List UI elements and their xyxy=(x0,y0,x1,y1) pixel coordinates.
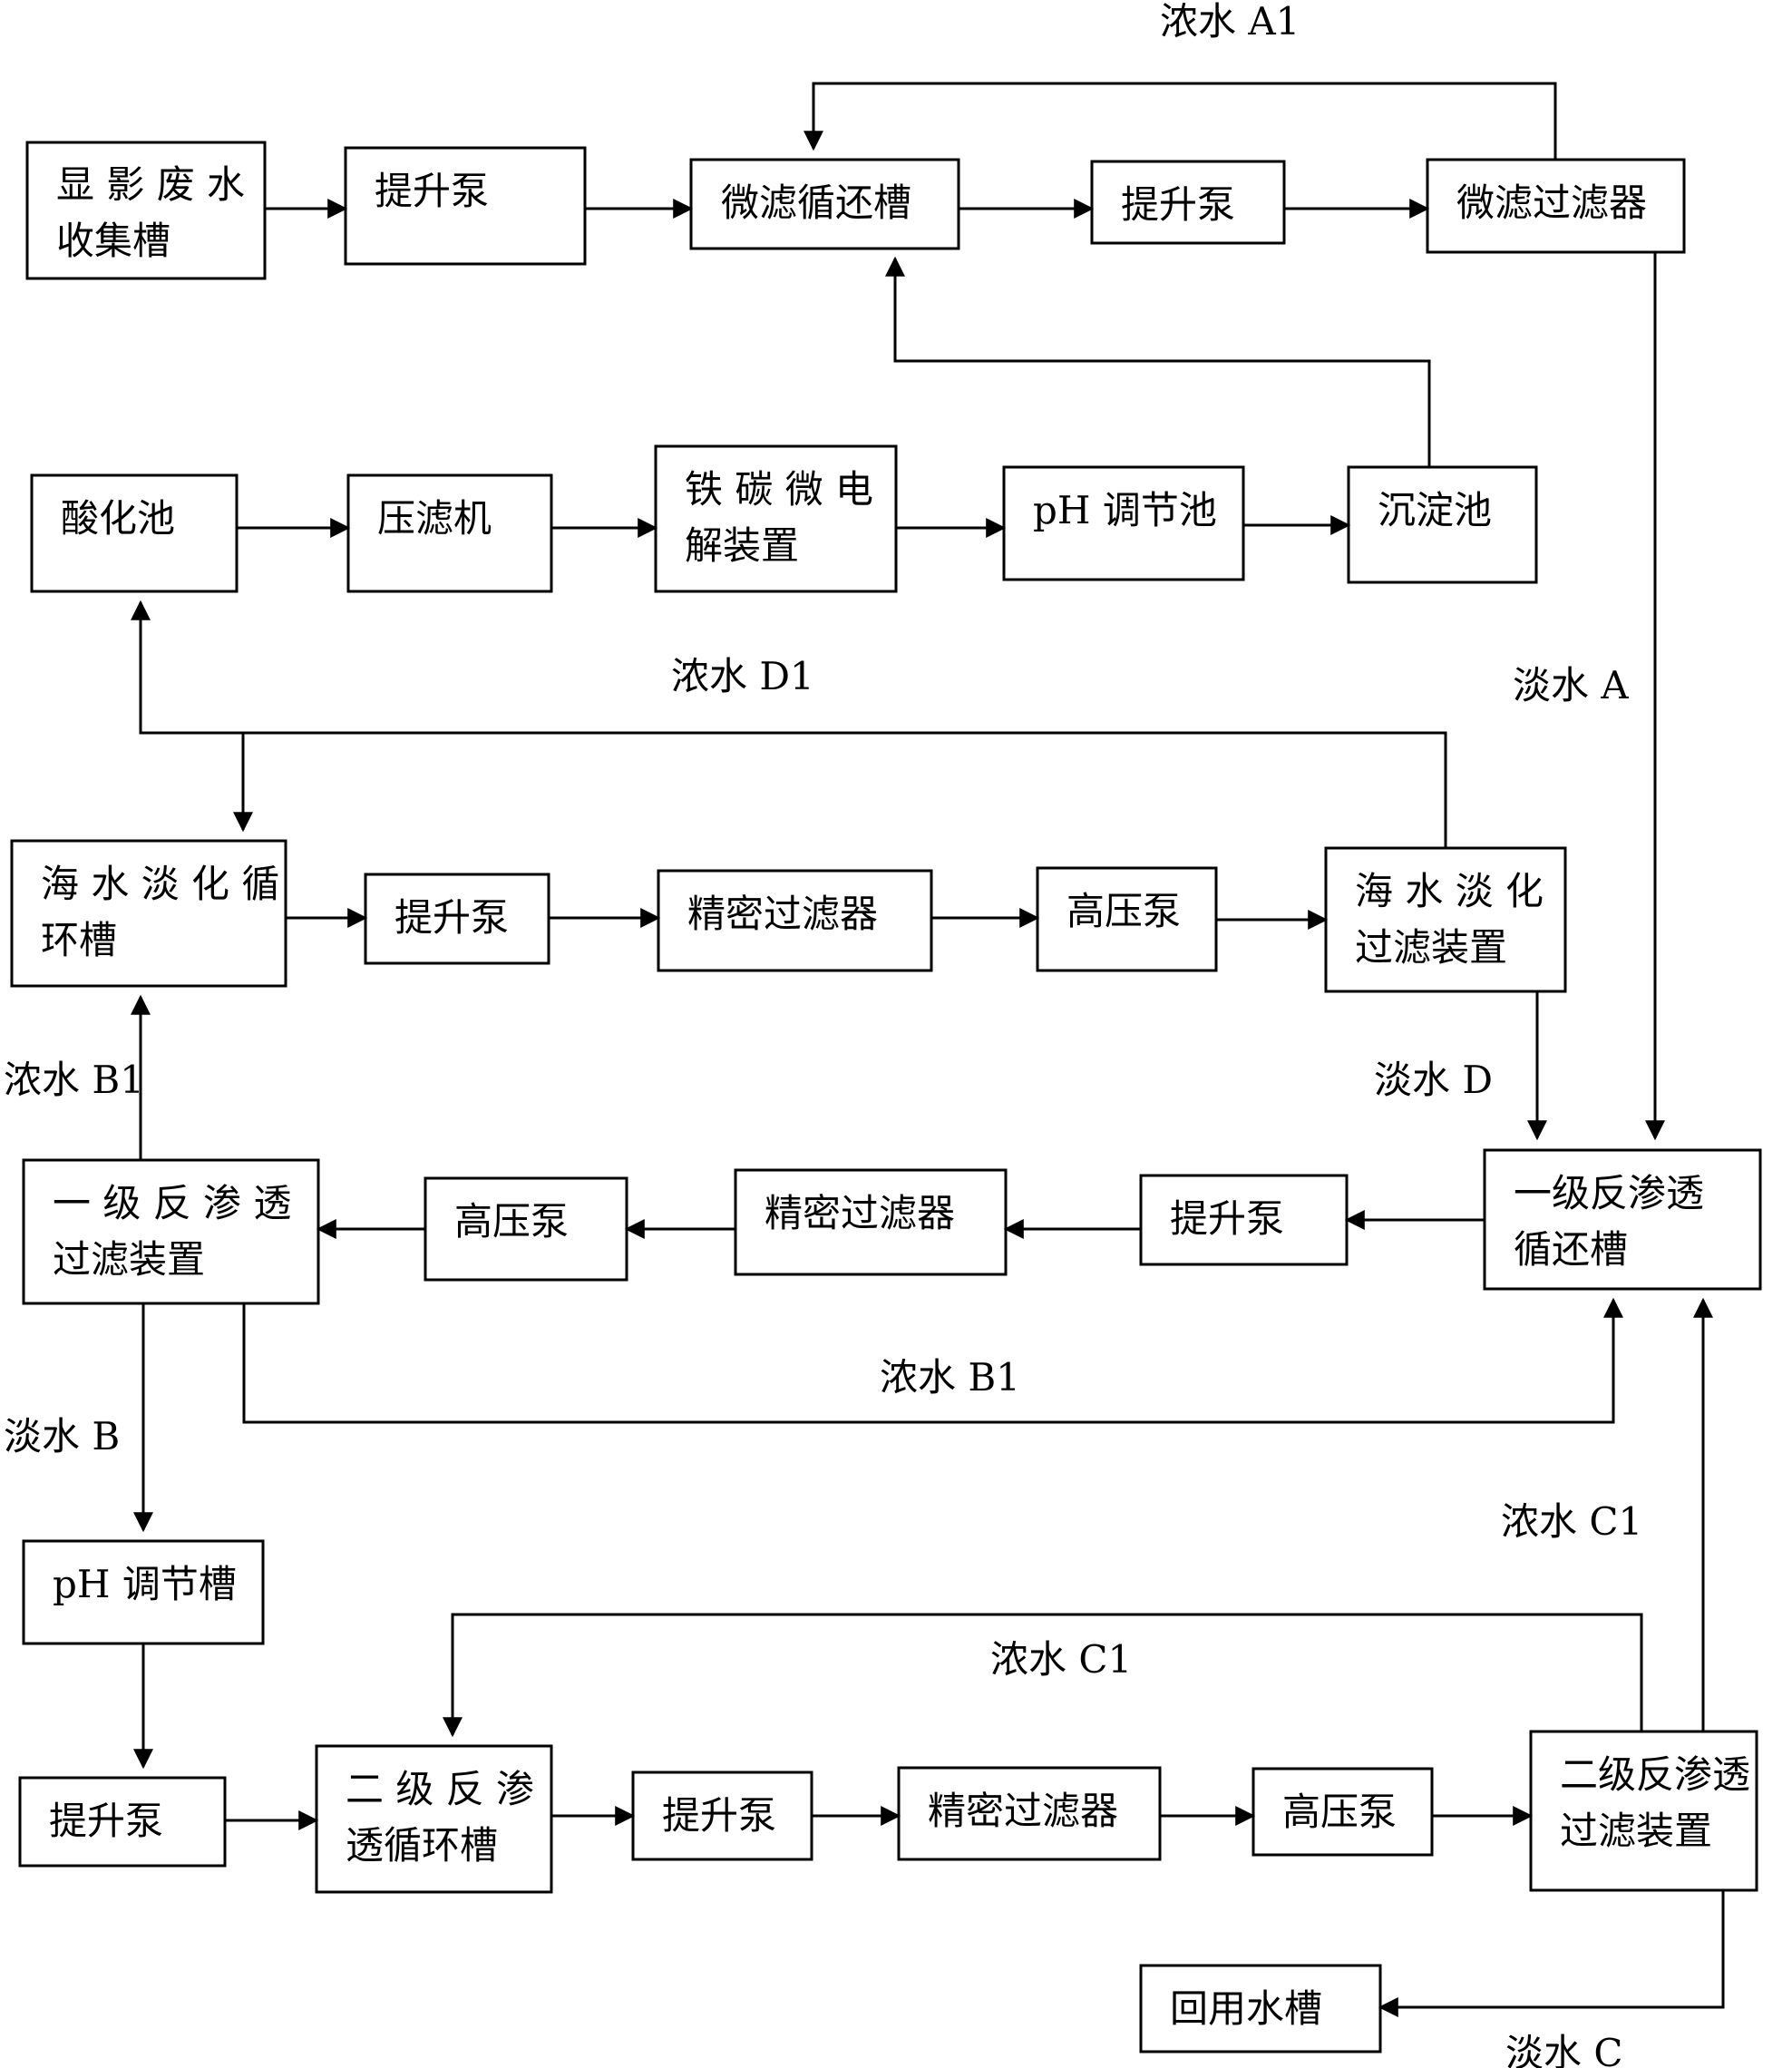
connector-lines xyxy=(131,82,1725,2017)
svg-text:海 水 淡 化: 海 水 淡 化 xyxy=(1355,869,1544,913)
arrow-mf-concentrate-a1 xyxy=(803,82,1557,160)
label-concentrate-c1-top: 浓水 C1 xyxy=(990,1637,1132,1682)
svg-text:提升泵: 提升泵 xyxy=(375,169,489,213)
label-fresh-d: 淡水 D xyxy=(1374,1058,1493,1102)
node-acidification-tank: 酸化池 xyxy=(30,473,239,593)
node-hp-pump-3: 高压泵 xyxy=(1251,1767,1434,1857)
svg-text:pH 调节槽: pH 调节槽 xyxy=(53,1562,237,1606)
node-ro2-device: 二级反渗透 过滤装置 xyxy=(1529,1730,1758,1892)
label-concentrate-b1-bottom: 浓水 B1 xyxy=(880,1355,1020,1400)
node-lift-pump-4: 提升泵 xyxy=(1139,1174,1349,1266)
svg-text:环槽: 环槽 xyxy=(41,918,117,962)
svg-text:过滤装置: 过滤装置 xyxy=(1355,925,1507,970)
node-hp-pump-1: 高压泵 xyxy=(1036,866,1218,972)
svg-text:回用水槽: 回用水槽 xyxy=(1170,1986,1322,2031)
node-hp-pump-2: 高压泵 xyxy=(424,1176,628,1282)
node-lift-pump-5: 提升泵 xyxy=(18,1776,227,1868)
arrow-concentrate-d1-to-acid xyxy=(131,600,1447,848)
svg-text:循还槽: 循还槽 xyxy=(1514,1227,1628,1272)
svg-text:沉淀池: 沉淀池 xyxy=(1378,488,1492,532)
node-desalination-tank: 海 水 淡 化 循 环槽 xyxy=(10,839,287,988)
svg-text:过滤装置: 过滤装置 xyxy=(1560,1809,1712,1853)
svg-text:提升泵: 提升泵 xyxy=(394,895,509,940)
node-ph-adjust-pool: pH 调节池 xyxy=(1002,465,1245,581)
label-concentrate-b1-left: 浓水 B1 xyxy=(4,1058,144,1102)
svg-text:精密过滤器: 精密过滤器 xyxy=(928,1789,1118,1833)
node-lift-pump-6: 提升泵 xyxy=(631,1770,813,1861)
svg-text:一 级 反 渗 透: 一 级 反 渗 透 xyxy=(53,1181,291,1225)
svg-text:微滤循还槽: 微滤循还槽 xyxy=(721,180,911,225)
svg-text:精密过滤器: 精密过滤器 xyxy=(765,1191,955,1235)
node-ph-adjust-tank: pH 调节槽 xyxy=(22,1539,265,1645)
flow-labels: 浓水 A1 浓水 D1 淡水 A 浓水 B1 淡水 D 浓水 B1 淡水 B 浓… xyxy=(4,0,1642,2068)
svg-text:高压泵: 高压泵 xyxy=(454,1199,569,1244)
node-ro1-circulation-tank: 一级反渗透 循还槽 xyxy=(1483,1148,1762,1291)
node-desalination-device: 海 水 淡 化 过滤装置 xyxy=(1324,846,1567,993)
node-lift-pump-2: 提升泵 xyxy=(1090,160,1286,245)
label-fresh-a: 淡水 A xyxy=(1513,663,1629,707)
svg-text:提升泵: 提升泵 xyxy=(662,1793,776,1838)
svg-text:高压泵: 高压泵 xyxy=(1282,1790,1397,1834)
node-lift-pump-3: 提升泵 xyxy=(364,873,550,965)
svg-text:铁 碳 微 电: 铁 碳 微 电 xyxy=(685,467,873,512)
label-fresh-c: 淡水 C xyxy=(1505,2031,1623,2068)
svg-text:提升泵: 提升泵 xyxy=(49,1799,163,1843)
label-concentrate-c1-right: 浓水 C1 xyxy=(1501,1499,1642,1544)
node-developer-tank: 显 影 废 水 收集槽 xyxy=(25,141,267,280)
svg-text:显 影 废 水: 显 影 废 水 xyxy=(56,162,245,207)
svg-text:二 级 反 渗: 二 级 反 渗 xyxy=(346,1767,534,1811)
svg-text:酸化池: 酸化池 xyxy=(61,496,175,541)
svg-text:解装置: 解装置 xyxy=(685,523,799,568)
label-concentrate-d1: 浓水 D1 xyxy=(671,654,814,698)
node-ro2-circulation-tank: 二 级 反 渗 透循环槽 xyxy=(315,1744,553,1894)
node-precision-filter-3: 精密过滤器 xyxy=(897,1766,1162,1861)
svg-text:高压泵: 高压泵 xyxy=(1066,889,1181,933)
node-mf-filter: 微滤过滤器 xyxy=(1426,158,1686,254)
svg-text:提升泵: 提升泵 xyxy=(1170,1196,1284,1241)
svg-text:压滤机: 压滤机 xyxy=(377,496,492,541)
svg-text:海 水 淡 化 循: 海 水 淡 化 循 xyxy=(41,862,279,906)
node-precision-filter-2: 精密过滤器 xyxy=(734,1168,1008,1276)
label-concentrate-a1: 浓水 A1 xyxy=(1160,0,1300,44)
svg-text:过滤装置: 过滤装置 xyxy=(53,1237,205,1282)
arrow-settling-to-mf-tank xyxy=(885,256,1431,467)
node-fe-c-micro-electrolysis: 铁 碳 微 电 解装置 xyxy=(654,444,898,593)
node-settling-tank: 沉淀池 xyxy=(1347,465,1538,584)
svg-text:微滤过滤器: 微滤过滤器 xyxy=(1456,180,1647,225)
svg-text:pH 调节池: pH 调节池 xyxy=(1033,488,1217,532)
arrow-fresh-c-to-reuse-tank xyxy=(1378,1890,1725,2017)
node-lift-pump-1: 提升泵 xyxy=(344,146,587,266)
node-precision-filter-1: 精密过滤器 xyxy=(657,869,933,972)
node-ro1-device: 一 级 反 渗 透 过滤装置 xyxy=(22,1158,320,1305)
svg-text:透循环槽: 透循环槽 xyxy=(346,1823,498,1868)
node-filter-press: 压滤机 xyxy=(346,473,553,593)
svg-text:精密过滤器: 精密过滤器 xyxy=(687,892,878,936)
svg-text:二级反渗透: 二级反渗透 xyxy=(1560,1752,1750,1797)
svg-text:提升泵: 提升泵 xyxy=(1121,182,1235,227)
node-mf-circulation-tank: 微滤循还槽 xyxy=(689,158,960,250)
label-fresh-b: 淡水 B xyxy=(4,1414,120,1458)
node-reuse-water-tank: 回用水槽 xyxy=(1139,1964,1382,2053)
arrow-concentrate-b1-to-ro1-tank xyxy=(242,1297,1623,1424)
svg-text:一级反渗透: 一级反渗透 xyxy=(1514,1171,1704,1215)
arrow-concentrate-c1-to-ro2-tank xyxy=(443,1613,1643,1738)
svg-text:收集槽: 收集槽 xyxy=(56,219,170,263)
